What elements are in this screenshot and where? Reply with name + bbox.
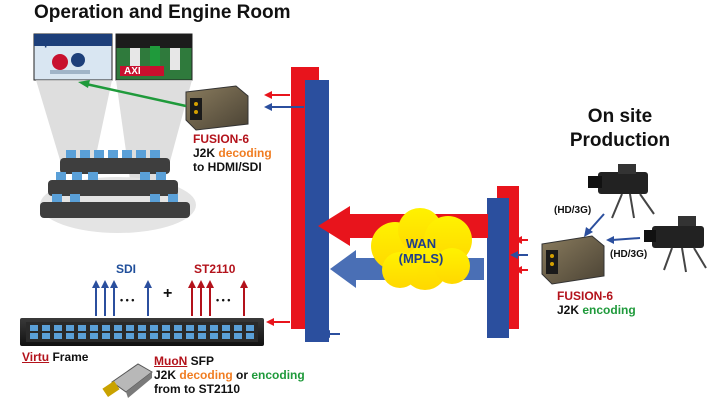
right-link-arrows xyxy=(510,236,528,274)
fusion-top-output: to HDMI/SDI xyxy=(193,160,262,174)
sdi-ellipsis: • • • xyxy=(120,295,135,305)
page-title: Operation and Engine Room xyxy=(34,2,291,23)
st2110-label: ST2110 xyxy=(194,262,236,276)
hockey-screen-image xyxy=(33,33,113,81)
st2110-ellipsis: • • • xyxy=(216,295,231,305)
fusion-top-j2k: J2K xyxy=(193,146,219,160)
virtu-frame-device xyxy=(20,318,264,346)
onsite-line1: On site xyxy=(587,106,653,127)
onsite-line2: Production xyxy=(569,130,671,151)
wan-line1: WAN xyxy=(405,236,437,251)
virtu-frame-label: Virtu Frame xyxy=(22,350,88,364)
projection-beam-right xyxy=(116,80,192,180)
camera1-format-label: (HD/3G) xyxy=(554,205,592,216)
plus-sign: + xyxy=(163,285,173,302)
fusion-right-j2k: J2K xyxy=(557,303,583,317)
projection-beam-left xyxy=(36,80,112,160)
muon-decoding: decoding xyxy=(179,368,233,382)
top-link-arrows xyxy=(264,91,304,111)
fusion6-encoder-device xyxy=(541,235,605,285)
hdmi-output-arrow xyxy=(85,82,187,108)
bottom-link-arrows xyxy=(266,318,340,338)
camera2-format-label: (HD/3G) xyxy=(610,249,648,260)
fusion6-decoder-device xyxy=(185,85,249,131)
muon-name: MuoN xyxy=(154,354,188,368)
fusion-top-name: FUSION-6 xyxy=(193,132,250,146)
wan-line2: (MPLS) xyxy=(398,251,444,266)
wan-cloud-icon xyxy=(371,208,472,290)
right-blue-column xyxy=(487,198,509,338)
control-room-desks-image xyxy=(40,150,196,233)
fusion-top-label: FUSION-6 J2K decoding to HDMI/SDI xyxy=(193,132,272,174)
fusion-right-label: FUSION-6 J2K encoding xyxy=(557,289,636,317)
muon-or: or xyxy=(232,368,252,382)
fusion-right-name: FUSION-6 xyxy=(557,289,614,303)
sdi-label: SDI xyxy=(116,262,137,276)
muon-sfp-module xyxy=(102,363,153,398)
screen-brand-text: eplerteo xyxy=(38,36,81,48)
camera2-feed-arrow xyxy=(611,237,641,241)
wan-label: WAN (MPLS) xyxy=(388,236,454,266)
virtu-name: Virtu xyxy=(22,350,50,364)
muon-st2110-line: from to ST2110 xyxy=(154,382,241,396)
screen-sign-text: AXI xyxy=(124,66,141,77)
camera1-feed-arrow xyxy=(587,213,605,233)
fusion-right-encoding: encoding xyxy=(582,303,636,317)
st2110-signal-arrows xyxy=(188,280,248,316)
left-blue-column xyxy=(305,80,329,342)
muon-encoding: encoding xyxy=(251,368,305,382)
fusion-top-decoding: decoding xyxy=(218,146,272,160)
onsite-production-heading: On site Production xyxy=(560,105,680,153)
camera-bottom-icon xyxy=(644,216,707,273)
camera-top-icon xyxy=(588,164,655,219)
muon-j2k: J2K xyxy=(154,368,180,382)
muon-sfp-label: MuoN SFP J2K decoding or encoding from t… xyxy=(154,354,305,396)
sdi-signal-arrows xyxy=(92,280,152,316)
virtu-rest: Frame xyxy=(49,350,89,364)
muon-rest: SFP xyxy=(187,354,214,368)
